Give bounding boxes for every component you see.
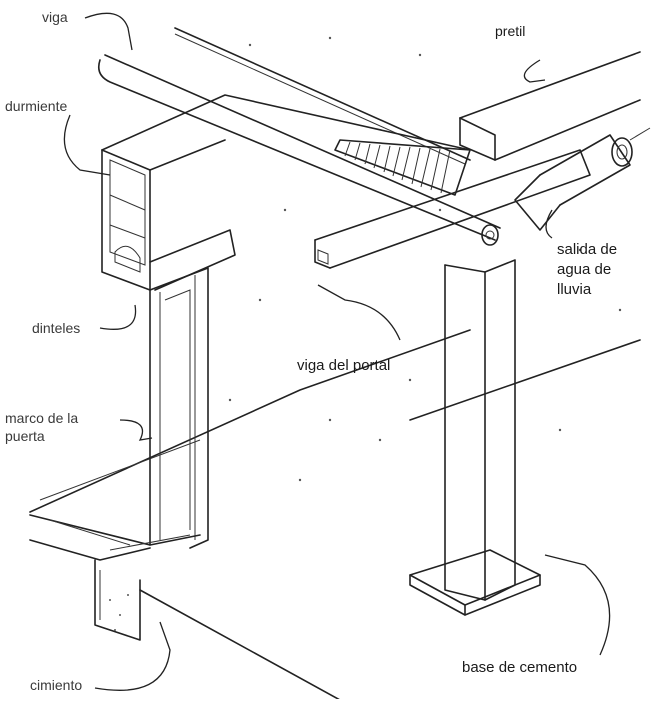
- label-pretil: pretil: [495, 23, 526, 39]
- arrow-dinteles: [99, 304, 137, 330]
- label-dinteles: dinteles: [32, 320, 81, 336]
- pretil-parapet: [459, 51, 641, 161]
- gutter-pipe: [514, 127, 651, 231]
- label-durmiente: durmiente: [5, 98, 68, 114]
- label-salida-line1: salida de: [557, 241, 618, 258]
- label-salida-line3: lluvia: [557, 281, 592, 298]
- label-salida-line2: agua de: [557, 261, 612, 278]
- door-frame: [149, 267, 209, 549]
- arrow-durmiente: [63, 114, 111, 176]
- label-cimiento: cimiento: [30, 677, 83, 693]
- floor-plane: [29, 329, 641, 701]
- label-marco-puerta: marco de la puerta: [5, 409, 78, 445]
- label-viga-portal: viga del portal: [297, 357, 391, 374]
- label-marco-line2: puerta: [5, 428, 45, 444]
- viga-portal: [314, 149, 591, 269]
- cement-base: [409, 549, 541, 616]
- arrow-viga-portal: [317, 284, 401, 341]
- label-marco-line1: marco de la: [5, 410, 79, 426]
- label-viga: viga: [42, 9, 68, 25]
- column: [444, 259, 516, 601]
- cimiento-slab: [29, 514, 201, 641]
- label-base-cemento: base de cemento: [462, 659, 578, 676]
- arrow-pretil: [523, 59, 546, 83]
- arrow-viga: [84, 12, 133, 51]
- wall-block: [101, 94, 471, 546]
- corrugated-roof: [334, 139, 471, 196]
- callout-arrows: [63, 12, 611, 691]
- back-wall: [174, 27, 471, 165]
- stipple-dots: [228, 36, 622, 482]
- arrow-salida: [545, 209, 553, 239]
- arrow-base: [544, 554, 611, 656]
- label-salida-agua: salida de agua de lluvia: [557, 240, 617, 300]
- arrow-cimiento: [94, 621, 171, 691]
- arrow-marco: [119, 419, 153, 441]
